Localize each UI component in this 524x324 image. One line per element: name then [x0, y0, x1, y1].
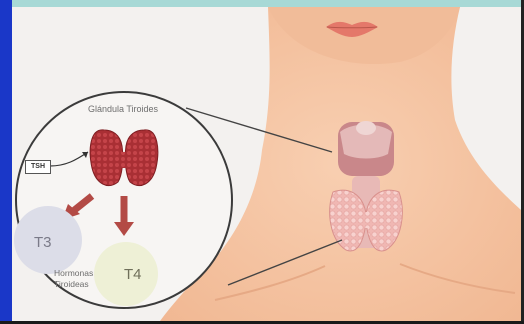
- hormones-caption-line1: Hormonas: [54, 268, 93, 278]
- neck-thyroid-isthmus: [352, 212, 380, 228]
- t3-label: T3: [34, 234, 52, 251]
- hormones-caption-line2: Tiroideas: [54, 279, 89, 289]
- tsh-label: TSH: [25, 160, 51, 174]
- larynx-top: [356, 121, 376, 135]
- thyroid-title: Glándula Tiroides: [88, 104, 158, 114]
- t4-label: T4: [124, 266, 142, 283]
- hormones-caption: Hormonas Tiroideas: [54, 268, 114, 290]
- top-bar: [0, 0, 524, 7]
- left-bar: [0, 0, 12, 324]
